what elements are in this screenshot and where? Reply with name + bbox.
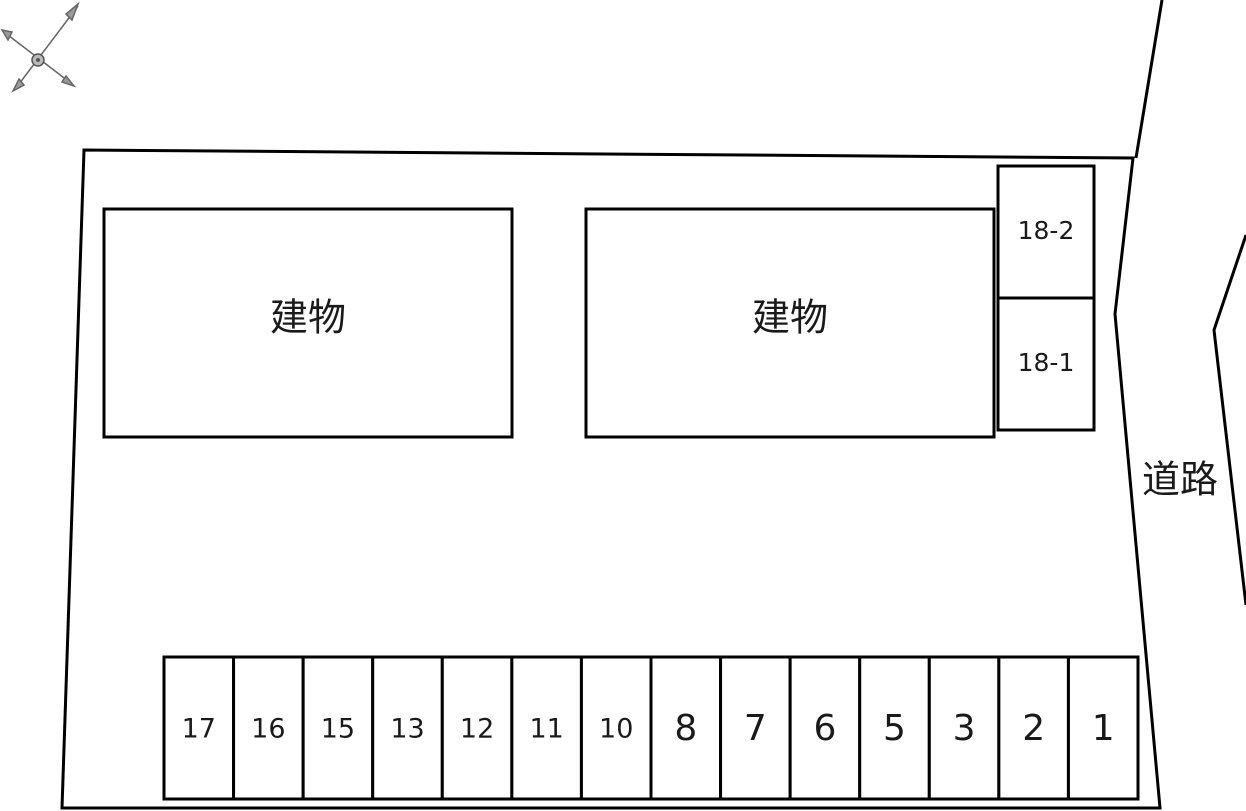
side-spot-label: 18-1 bbox=[1018, 348, 1075, 377]
parking-spot-label: 11 bbox=[529, 714, 563, 745]
parking-spot: 17 bbox=[162, 655, 236, 801]
parking-spot: 13 bbox=[371, 655, 444, 801]
road-edge-inner bbox=[1134, 0, 1164, 159]
parking-spot: 12 bbox=[440, 655, 514, 801]
parking-spot: 15 bbox=[301, 655, 375, 801]
parking-spot: 3 bbox=[927, 655, 1001, 801]
building-1: 建物 bbox=[102, 207, 514, 439]
side-spot-18-1: 18-1 bbox=[996, 296, 1096, 432]
parking-spot: 11 bbox=[510, 655, 583, 801]
parking-spot: 2 bbox=[997, 655, 1070, 801]
parking-spot-label: 17 bbox=[182, 714, 216, 745]
parking-spot: 6 bbox=[788, 655, 862, 801]
parking-spot-label: 7 bbox=[744, 708, 767, 749]
parking-spot-label: 8 bbox=[674, 708, 697, 749]
parking-spot: 7 bbox=[719, 655, 792, 801]
building-1-label: 建物 bbox=[270, 296, 346, 340]
building-2: 建物 bbox=[584, 207, 996, 439]
parking-spot-label: 2 bbox=[1022, 708, 1045, 749]
parking-spot-label: 15 bbox=[321, 714, 355, 745]
parking-spot: 1 bbox=[1066, 655, 1140, 801]
lot-boundary bbox=[60, 148, 1162, 810]
parking-spot: 5 bbox=[858, 655, 931, 801]
side-spot-18-2: 18-2 bbox=[996, 164, 1096, 300]
parking-spot: 8 bbox=[649, 655, 723, 801]
parking-spot-label: 16 bbox=[251, 714, 285, 745]
compass-rose-icon bbox=[0, 1, 80, 93]
road-label: 道路 bbox=[1142, 458, 1218, 502]
parking-spot-label: 13 bbox=[390, 714, 424, 745]
side-spot-label: 18-2 bbox=[1018, 216, 1075, 245]
parking-spot: 16 bbox=[232, 655, 305, 801]
parking-spot-label: 3 bbox=[953, 708, 976, 749]
parking-spot-label: 10 bbox=[599, 714, 633, 745]
parking-spot-label: 5 bbox=[883, 708, 906, 749]
building-2-label: 建物 bbox=[752, 296, 828, 340]
parking-spot: 10 bbox=[579, 655, 653, 801]
parking-spot-label: 12 bbox=[460, 714, 494, 745]
parking-spot-label: 1 bbox=[1092, 708, 1115, 749]
parking-row: 17 16 15 13 12 11 10 8 7 6 5 3 2 1 bbox=[162, 655, 1140, 801]
road-edge-outer bbox=[1212, 234, 1246, 606]
parking-spot-label: 6 bbox=[813, 708, 836, 749]
